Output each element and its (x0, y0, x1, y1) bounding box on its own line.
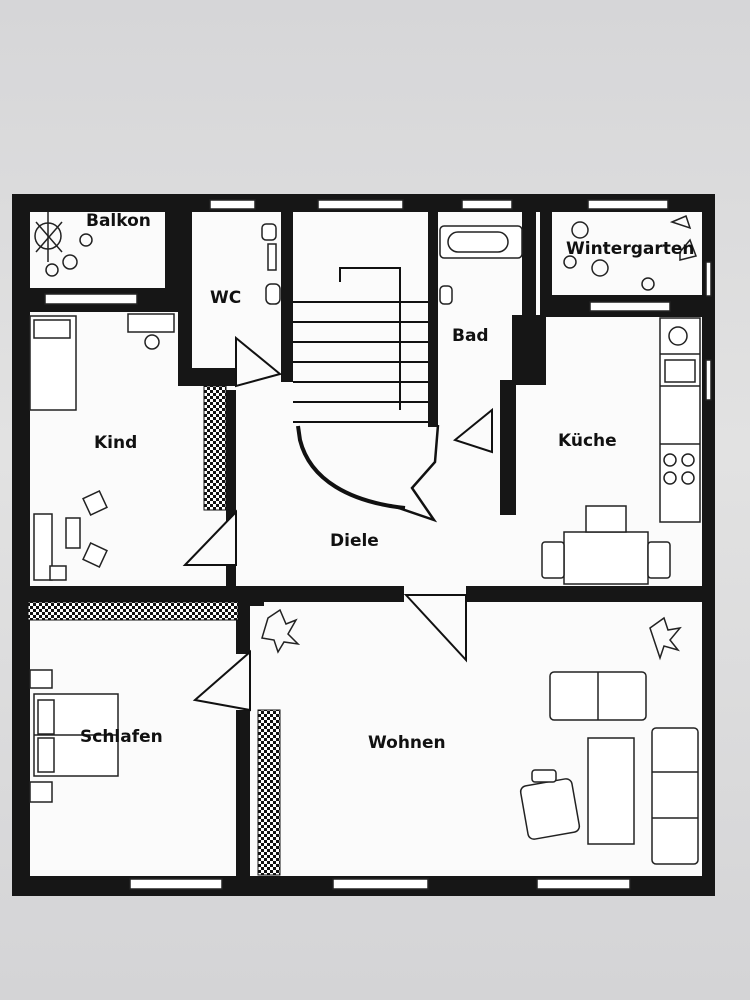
room-label-wohnen: Wohnen (368, 733, 446, 753)
kind-furniture (29, 313, 175, 581)
interior-walls (26, 200, 706, 880)
room-label-schlafen: Schlafen (80, 727, 163, 747)
room-label-diele: Diele (330, 531, 379, 551)
room-label-bad: Bad (452, 326, 489, 346)
inner-windows (44, 293, 671, 312)
wohnen-furniture (519, 671, 699, 865)
windows (129, 199, 712, 890)
room-label-kind: Kind (94, 433, 137, 453)
room-label-wintergarten: Wintergarten (566, 239, 695, 259)
kueche-fixtures (541, 317, 701, 585)
room-label-kueche: Küche (558, 431, 617, 451)
plants (261, 608, 682, 661)
balkon-furniture (34, 212, 93, 277)
schlafen-furniture (29, 669, 119, 803)
wintergarten-furniture (563, 214, 697, 291)
room-label-balkon: Balkon (86, 211, 151, 231)
brick-walls (27, 385, 281, 876)
wc-fixtures (261, 223, 281, 305)
staircase (293, 267, 440, 523)
bad-fixtures (439, 225, 523, 305)
room-label-wc: WC (210, 288, 241, 308)
door-swings (182, 335, 493, 712)
room-labels: Balkon WC Bad Wintergarten Kind Küche Di… (80, 211, 695, 753)
